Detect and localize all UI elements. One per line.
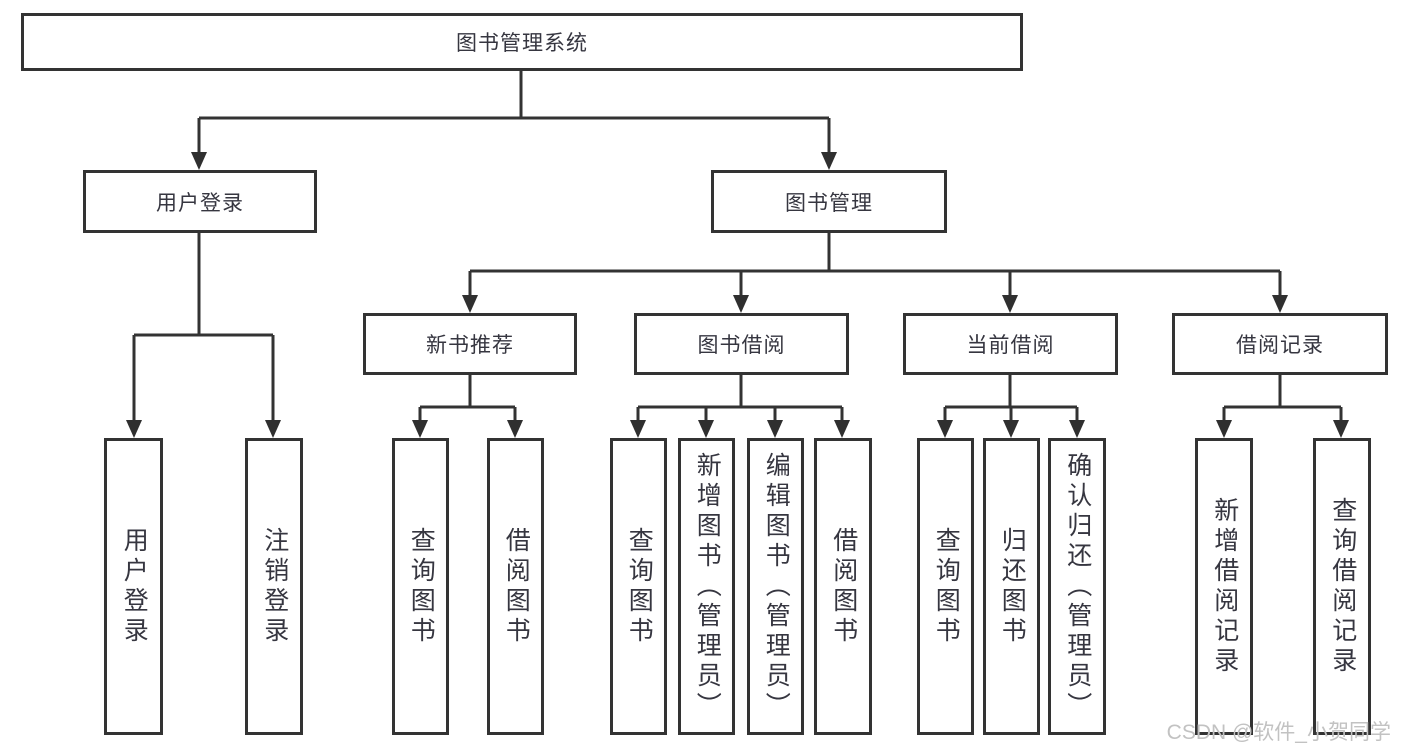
leaf-bb-query-books: 查询图书 (610, 438, 667, 735)
node-current-borrowing: 当前借阅 (903, 313, 1118, 375)
leaf-label: 编辑图书（管理员） (762, 451, 791, 722)
leaf-label: 新增借阅记录 (1210, 496, 1239, 677)
node-root: 图书管理系统 (21, 13, 1023, 71)
leaf-label: 查询借阅记录 (1328, 496, 1357, 677)
node-label: 图书管理 (785, 191, 873, 215)
leaf-bb-add-books-admin: 新增图书（管理员） (678, 438, 735, 735)
leaf-bb-edit-books-admin: 编辑图书（管理员） (747, 438, 804, 735)
node-new-book-recommendation: 新书推荐 (363, 313, 577, 375)
node-label: 当前借阅 (966, 334, 1055, 357)
node-book-management: 图书管理 (711, 170, 947, 233)
leaf-br-add-record: 新增借阅记录 (1195, 438, 1253, 735)
leaf-nbr-query-books: 查询图书 (392, 438, 449, 735)
node-label: 用户登录 (156, 191, 244, 215)
leaf-label: 查询图书 (407, 526, 436, 647)
node-label: 借阅记录 (1236, 334, 1324, 357)
leaf-bb-borrow-books: 借阅图书 (814, 438, 872, 735)
leaf-label: 归还图书 (998, 526, 1027, 647)
node-label: 新书推荐 (426, 334, 514, 357)
node-borrowing-records: 借阅记录 (1172, 313, 1388, 375)
leaf-label: 借阅图书 (829, 526, 858, 647)
watermark-text: CSDN @软件_小贺同学 (1166, 721, 1391, 744)
leaf-logout: 注销登录 (245, 438, 303, 735)
node-book-borrowing: 图书借阅 (634, 313, 849, 375)
node-label: 图书借阅 (697, 334, 786, 357)
leaf-cb-return-books: 归还图书 (983, 438, 1040, 735)
leaf-label: 新增图书（管理员） (693, 451, 722, 722)
leaf-cb-query-books: 查询图书 (917, 438, 974, 735)
node-label: 图书管理系统 (456, 32, 588, 55)
leaf-cb-confirm-return-admin: 确认归还（管理员） (1048, 438, 1106, 735)
leaf-label: 注销登录 (260, 526, 289, 647)
leaf-label: 用户登录 (120, 526, 149, 647)
leaf-user-login: 用户登录 (104, 438, 163, 735)
leaf-br-query-record: 查询借阅记录 (1313, 438, 1371, 735)
leaf-label: 借阅图书 (502, 526, 531, 647)
leaf-label: 确认归还（管理员） (1063, 451, 1092, 722)
leaf-nbr-borrow-books: 借阅图书 (487, 438, 544, 735)
node-user-login: 用户登录 (83, 170, 317, 233)
leaf-label: 查询图书 (932, 526, 961, 647)
leaf-label: 查询图书 (625, 526, 654, 647)
